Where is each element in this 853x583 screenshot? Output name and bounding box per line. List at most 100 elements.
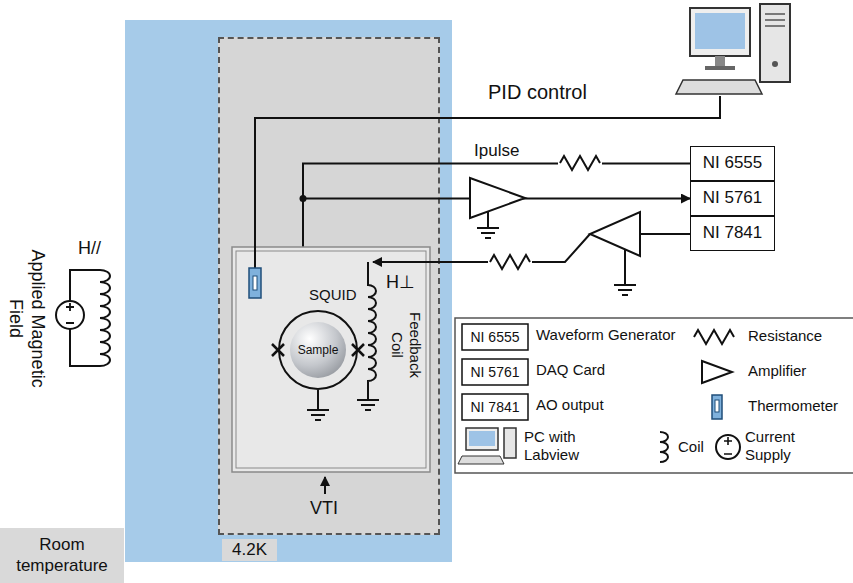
annotation-label: H// (78, 238, 101, 260)
junction-dot (300, 195, 307, 202)
instrument-sample-label: NI 7841 (462, 394, 528, 420)
legend-samples-part (458, 456, 504, 464)
pc-icon-part (765, 14, 785, 26)
rotated-label: Feedback Coil (388, 306, 424, 384)
pc-icon-part (760, 4, 790, 82)
thermometer (249, 96, 720, 298)
pulse-resistor-part (560, 156, 600, 170)
legend-samples-part (462, 359, 528, 385)
squid-ground (307, 390, 329, 420)
instrument-sample-label: NI 6555 (462, 324, 528, 350)
vti-box-text: VTI (310, 498, 338, 520)
legend-samples-part (715, 400, 719, 412)
current-supply-part (66, 303, 74, 323)
legend-box (455, 318, 853, 473)
pulse-resistor-part (558, 153, 602, 173)
legend-text: Waveform Generator (536, 326, 676, 344)
feedback-line (373, 212, 690, 295)
pc-icon-part (715, 56, 725, 66)
squid-ground-part (307, 410, 329, 420)
feedback-line-part (624, 250, 626, 285)
current-supply-part (56, 301, 84, 329)
feedback-coil-part (368, 262, 376, 400)
legend-samples-part (469, 431, 495, 446)
instrument-box: NI 5761 (690, 181, 775, 216)
legend-samples-part (716, 435, 740, 459)
feedback-line-part (373, 234, 590, 262)
thermometer-part (255, 96, 720, 268)
legend-samples-part (724, 437, 732, 454)
instrument-box-text: NI 7841 (703, 223, 763, 243)
feedback-line-part (614, 285, 636, 295)
squid-loop-text: SQUID (309, 286, 357, 304)
pulse-resistor (558, 153, 602, 173)
legend-samples-part (702, 361, 732, 383)
legend-samples-part (712, 395, 722, 419)
legend-samples-part (462, 394, 528, 420)
pc-icon-part (772, 61, 778, 67)
sample-chamber-part (232, 247, 430, 472)
legend-text: AO output (536, 396, 604, 414)
signal-wire (303, 199, 690, 313)
applied-field-coil-part (70, 270, 100, 366)
sample-sphere: Sample (290, 322, 346, 378)
legend-text: Resistance (748, 327, 822, 345)
instrument-sample-label: NI 5761 (462, 359, 528, 385)
legend-text: Amplifier (748, 362, 806, 380)
signal-wire (303, 164, 690, 313)
squid-loop: SQUIDSample (278, 310, 358, 390)
legend-samples (458, 324, 740, 464)
pc-icon-part (676, 80, 762, 94)
feedback-coil-part (357, 400, 379, 410)
josephson-junctions-part (352, 344, 364, 356)
josephson-junctions (272, 344, 364, 356)
legend-samples-part (462, 324, 528, 350)
annotation-label: PID control (488, 80, 587, 104)
legend-text: Coil (678, 438, 704, 456)
feedback-line-part (590, 212, 640, 256)
pc-icon-part (705, 66, 735, 70)
readout-amplifier (470, 178, 525, 238)
applied-field-coil-part (100, 270, 110, 366)
readout-amplifier-part (487, 212, 489, 228)
current-supply (56, 301, 84, 329)
legend-samples-part (660, 432, 668, 462)
legend-box-part (455, 318, 853, 473)
temperature-zone-text: 4.2K (222, 539, 277, 561)
sample-chamber-part (236, 251, 426, 468)
legend-text: Current Supply (745, 428, 820, 464)
vti-arrow (325, 477, 326, 494)
legend-text: PC with Labview (524, 428, 604, 464)
sample-chamber (232, 247, 430, 472)
instrument-box: NI 7841 (690, 216, 775, 251)
annotation-label: H⊥ (386, 272, 415, 294)
legend-text: Thermometer (748, 397, 838, 415)
edge-label: Ipulse (474, 141, 519, 161)
vti-arrow-part (324, 477, 326, 494)
readout-amplifier-part (470, 178, 525, 218)
legend-samples-part (466, 428, 498, 450)
pc-icon-part (695, 13, 745, 49)
pc-icon-part (690, 8, 750, 56)
thermometer-part (249, 268, 261, 298)
feedback-line-part (488, 252, 532, 272)
region-label: Room temperature (0, 528, 124, 583)
instrument-box-text: NI 6555 (703, 153, 763, 173)
thermometer-part (253, 276, 257, 290)
josephson-junctions-part (272, 344, 284, 356)
rotated-label: Applied Magnetic Field (4, 233, 47, 403)
region-label-text: Room temperature (6, 535, 118, 576)
instrument-box: NI 6555 (690, 146, 775, 181)
instrument-box-text: NI 5761 (703, 188, 763, 208)
feedback-line-part (640, 233, 690, 235)
applied-field-coil (70, 270, 110, 366)
feedback-line-part (490, 255, 530, 269)
legend-samples-part (504, 428, 516, 458)
sample-sphere-text: Sample (298, 343, 339, 357)
squid-ground-part (317, 390, 319, 410)
pc-icon (676, 4, 790, 94)
readout-amplifier-part (477, 228, 499, 238)
legend-samples-part (694, 330, 734, 344)
